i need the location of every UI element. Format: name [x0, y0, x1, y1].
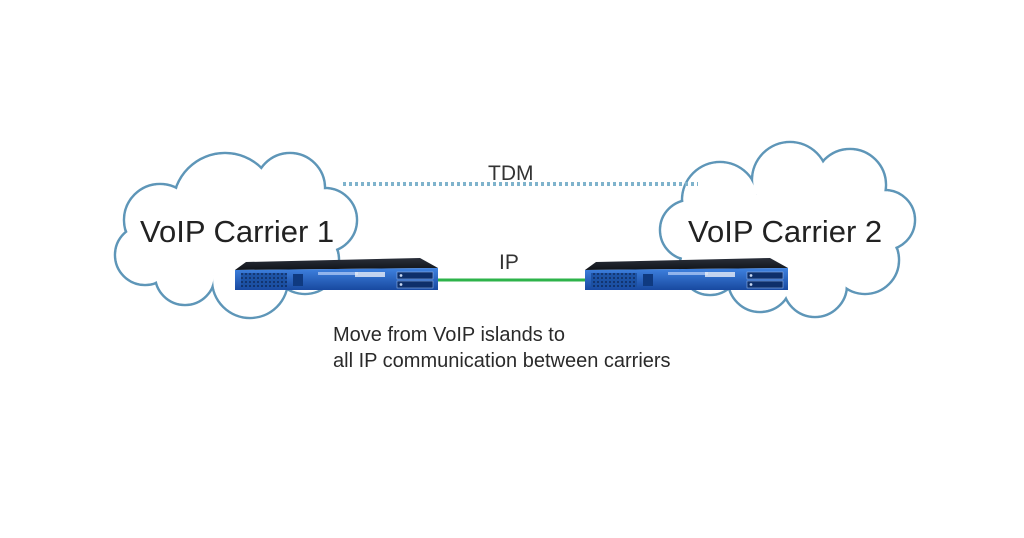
- caption-line-1: Move from VoIP islands to: [333, 324, 565, 346]
- cloud-carrier-2: [658, 140, 917, 319]
- diagram-caption: Move from VoIP islands to all IP communi…: [333, 322, 671, 374]
- carrier-1-label: VoIP Carrier 1: [140, 214, 335, 249]
- gateway-device-left: [235, 258, 438, 290]
- cloud-carrier-1: [113, 151, 359, 320]
- gateway-device-right: [585, 258, 788, 290]
- carrier-2-label: VoIP Carrier 2: [688, 214, 883, 249]
- caption-line-2: all IP communication between carriers: [333, 350, 671, 372]
- tdm-link-label: TDM: [488, 162, 534, 185]
- ip-link-label: IP: [499, 251, 519, 274]
